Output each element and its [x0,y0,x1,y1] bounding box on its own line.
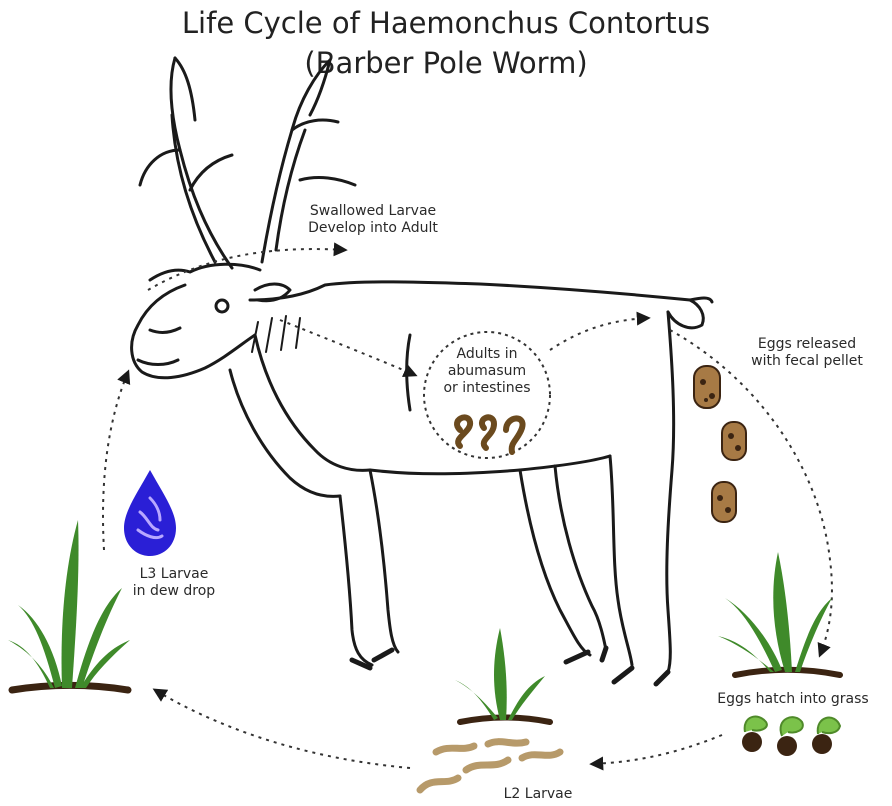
label-l3-line2: in dew drop [114,583,234,600]
label-l2-larvae: L2 Larvae [488,786,588,803]
arrow-to-mouth [103,372,128,550]
label-eggs-released-line1: Eggs released [732,336,882,353]
label-adults-line3: or intestines [432,380,542,397]
arrow-to-stomach [280,320,415,375]
label-l3-larvae: L3 Larvae in dew drop [114,566,234,600]
label-adults-line2: abumasum [432,363,542,380]
dew-drop-icon [124,470,176,556]
label-l3-line1: L3 Larvae [114,566,234,583]
label-swallowed-line2: Develop into Adult [298,220,448,237]
label-adults-line1: Adults in [432,346,542,363]
arrow-to-l3 [155,690,410,768]
arrow-to-tail [550,318,648,350]
arrow-to-l2 [592,735,722,764]
sprout-egg-icon [742,717,840,756]
fecal-pellet-icon [694,366,746,522]
grass-tuft-mid-icon [455,628,550,722]
grass-tuft-left-icon [8,520,130,690]
label-eggs-hatch-line1: Eggs hatch into grass [700,691,886,708]
label-swallowed-line1: Swallowed Larvae [298,203,448,220]
label-eggs-released-line2: with fecal pellet [732,353,882,370]
label-eggs-released: Eggs released with fecal pellet [732,336,882,370]
grass-tuft-icon [718,552,840,675]
label-eggs-hatch: Eggs hatch into grass [700,691,886,708]
label-l2-line1: L2 Larvae [488,786,588,803]
label-adults: Adults in abumasum or intestines [432,346,542,397]
label-swallowed: Swallowed Larvae Develop into Adult [298,203,448,237]
larvae-icon [420,742,560,790]
